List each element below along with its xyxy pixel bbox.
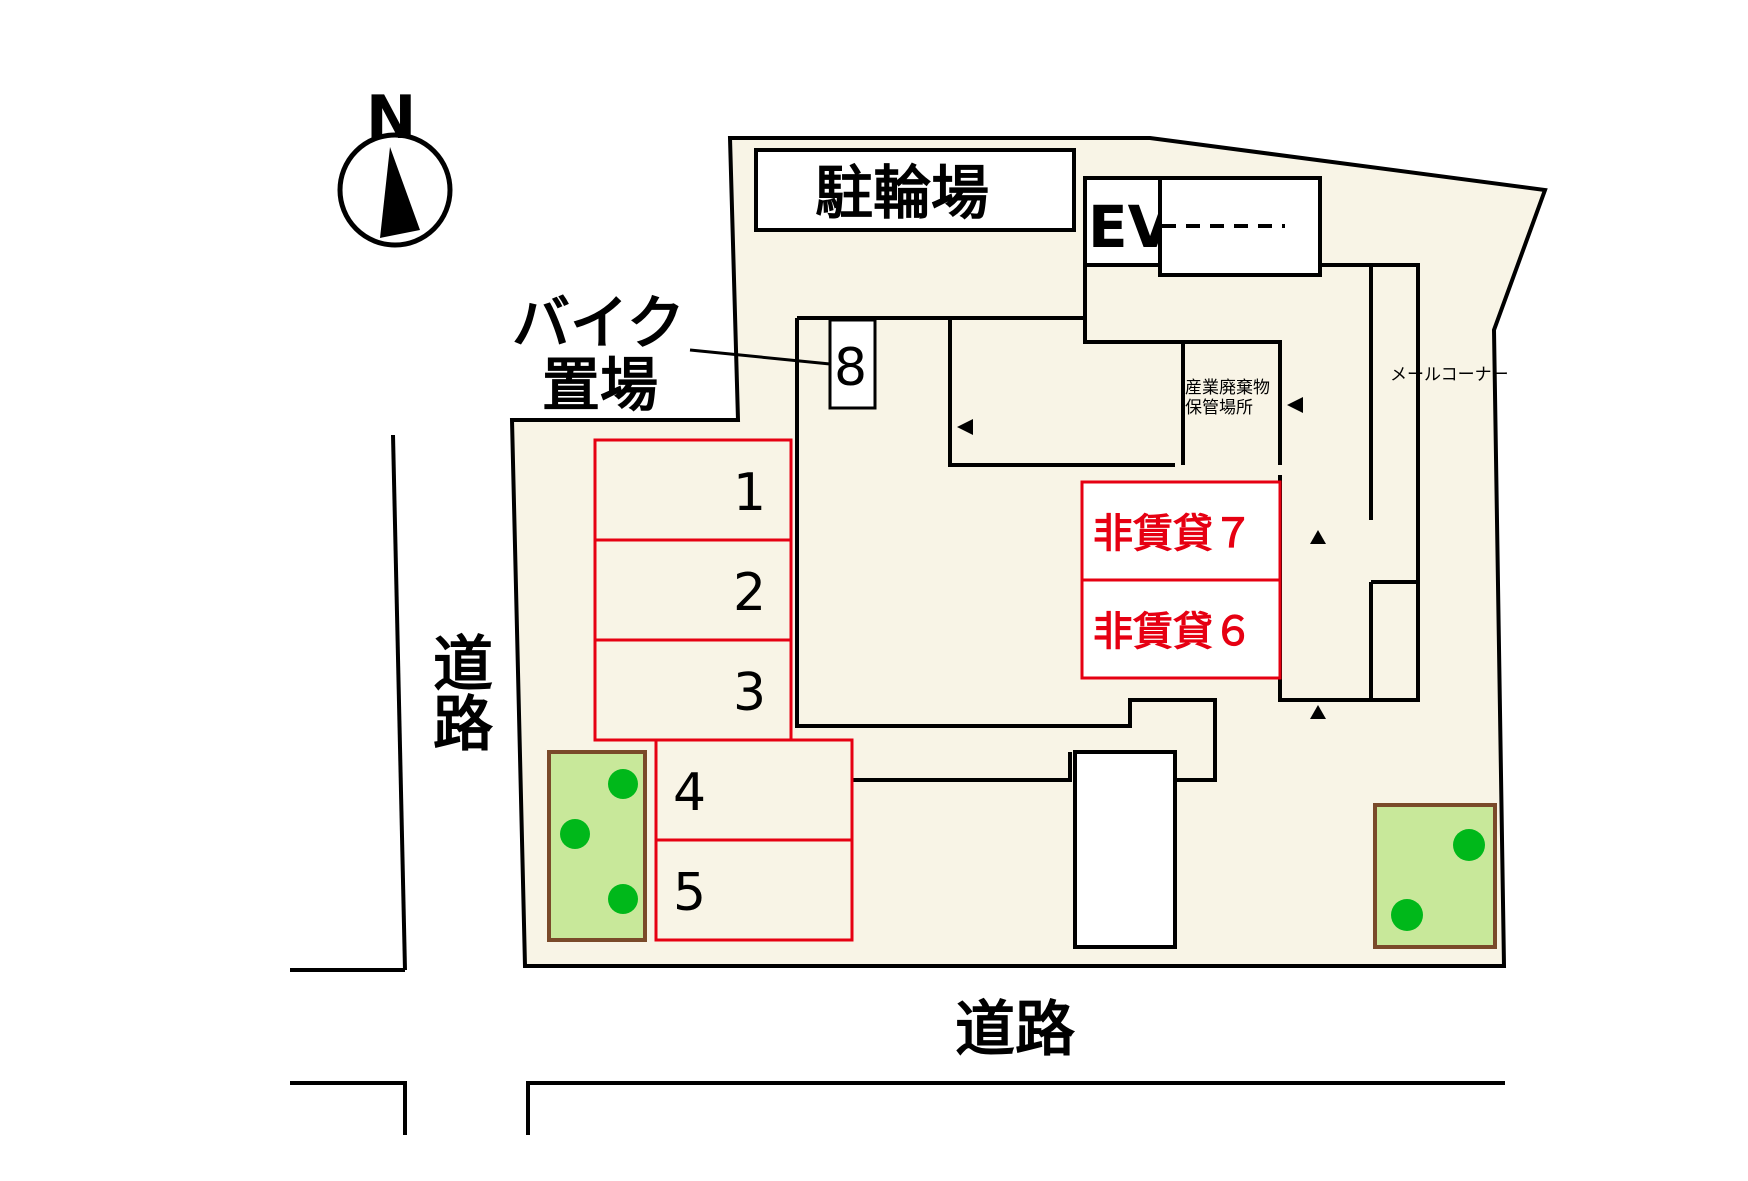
waste-storage-label-line2: 保管場所 [1185,398,1253,418]
parking-space-5-number: 5 [673,863,706,923]
west-road-edge [391,434,407,971]
tree [1391,899,1423,931]
bike-space-8-number: 8 [834,338,867,398]
bike-parking-label-line2: 置場 [542,351,658,419]
bike-parking-leader [689,348,831,366]
parking-space-2-number: 2 [733,563,766,623]
tree [608,769,638,799]
crossroad-corner-right [526,1081,1505,1135]
non-rental-space-7 [1080,480,1282,582]
non-rental-space-6-label: 非賃貸６ [1093,609,1253,655]
road-south-label: 道路 [955,995,1076,1065]
mail-corner-label: メールコーナー [1390,365,1509,385]
non-rental-space-6 [1080,578,1282,680]
crossroad-corner-left [290,1081,407,1135]
waste-storage-label-line1: 産業廃棄物 [1185,378,1270,398]
tree [1453,829,1485,861]
planting-east [1373,803,1497,949]
road-west-label-line2: 路 [433,690,494,760]
parking-space-4 [654,738,854,842]
parking-space-5 [654,838,854,942]
parking-space-1-number: 1 [733,463,766,523]
north-label: N [366,83,416,153]
elevator-box [1083,176,1162,267]
parking-space-3 [593,638,793,742]
parking-space-1 [593,438,793,542]
entrance-arrow-south [1310,705,1326,719]
non-rental-space-7-label: 非賃貸７ [1093,511,1253,557]
entrance-arrow-waste [1287,397,1303,413]
entrance-arrow-north [1310,530,1326,544]
parking-space-2 [593,538,793,642]
parking-space-4-number: 4 [673,763,706,823]
parking-space-3-number: 3 [733,663,766,723]
north-arrow: N [337,83,453,248]
tree [560,819,590,849]
road-west-label-line1: 道 [433,630,493,700]
tree [608,884,638,914]
entrance-arrow-west [957,419,973,435]
bike-parking-label-line1: バイク [512,289,685,357]
bay-area [1073,750,1177,949]
bicycle-parking-area [754,148,1076,232]
bike-space-8 [828,318,877,410]
compass-needle [380,147,420,238]
bicycle-parking-label: 駐輪場 [815,159,989,227]
